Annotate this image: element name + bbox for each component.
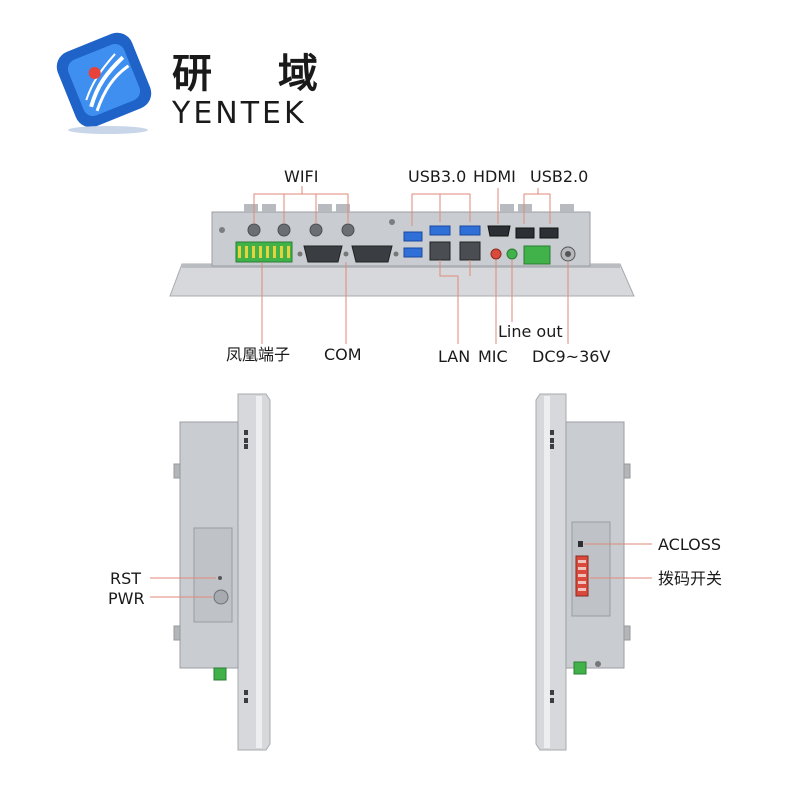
label-usb20: USB2.0 bbox=[530, 167, 589, 186]
brand-name-english: YENTEK bbox=[172, 96, 307, 131]
label-acloss: ACLOSS bbox=[658, 535, 722, 554]
mic-jack-icon bbox=[490, 248, 502, 260]
leader-lines-rear bbox=[253, 186, 569, 344]
right-side-view bbox=[535, 393, 631, 751]
label-line-out: Line out bbox=[498, 322, 563, 341]
label-hdmi: HDMI bbox=[473, 167, 516, 186]
label-wifi: WIFI bbox=[284, 167, 319, 186]
com-port-icon bbox=[297, 245, 399, 263]
rear-view bbox=[169, 204, 635, 297]
dc-terminal bbox=[523, 245, 551, 265]
label-dc: DC9~36V bbox=[532, 347, 611, 366]
line-out-jack-icon bbox=[506, 248, 518, 260]
leader-lines-right bbox=[584, 543, 652, 579]
wifi-antenna-icon bbox=[247, 223, 355, 237]
usb3-port-icon bbox=[403, 225, 481, 258]
label-usb30: USB3.0 bbox=[408, 167, 467, 186]
label-lan: LAN bbox=[438, 347, 471, 366]
label-pwr: PWR bbox=[108, 589, 145, 608]
usb2-port-icon bbox=[515, 227, 559, 239]
label-com: COM bbox=[324, 345, 362, 364]
brand-name-chinese: 研 域 bbox=[172, 50, 344, 97]
label-phoenix-terminal: 凤凰端子 bbox=[226, 345, 291, 364]
label-rst: RST bbox=[110, 569, 142, 588]
leader-lines-left bbox=[150, 577, 216, 598]
power-button-icon bbox=[213, 589, 229, 605]
yentek-logo-icon bbox=[56, 32, 152, 134]
phoenix-terminal bbox=[235, 241, 293, 263]
label-mic: MIC bbox=[478, 347, 508, 366]
hdmi-port-icon bbox=[487, 225, 511, 237]
lan-port-icon bbox=[429, 241, 481, 261]
label-dip-switch: 拨码开关 bbox=[658, 569, 723, 588]
left-side-view bbox=[173, 393, 271, 751]
